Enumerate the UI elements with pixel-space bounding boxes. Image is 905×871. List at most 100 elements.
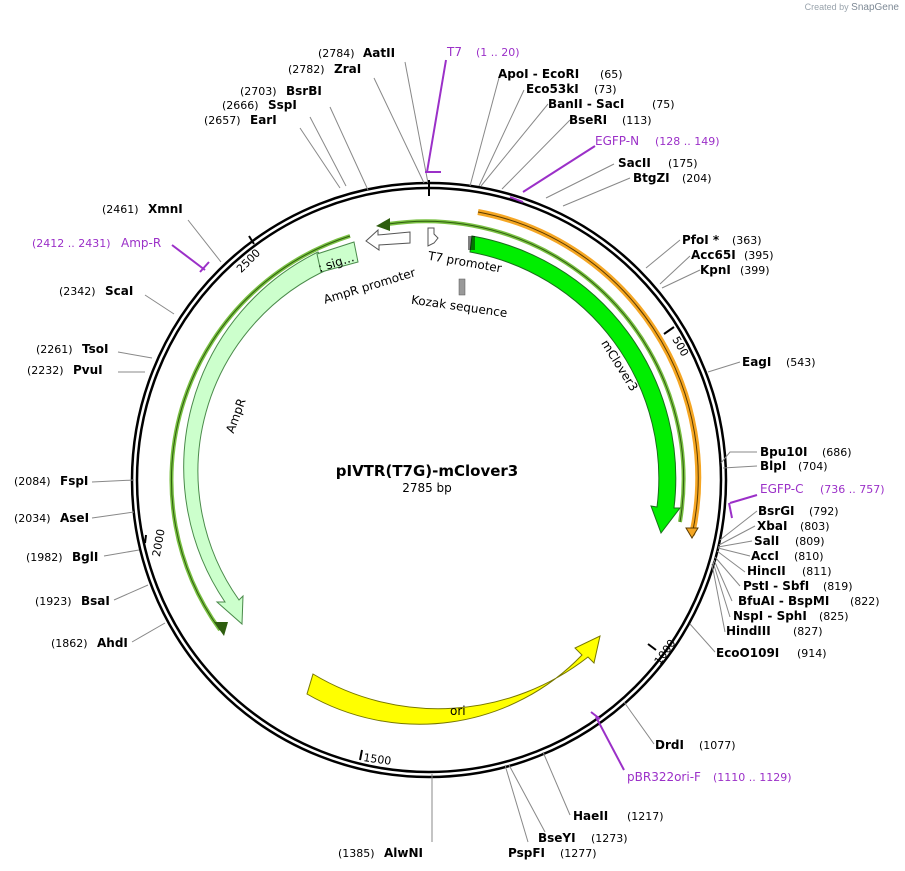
site-eagi-pos: (543)	[786, 356, 816, 369]
site-acc65i-name: Acc65I	[691, 248, 736, 262]
site-sacii-name: SacII	[618, 156, 651, 170]
site-bseri-pos: (113)	[622, 114, 652, 127]
site-nspi-sphi-pos: (825)	[819, 610, 849, 623]
site-banii-name: BanII - SacI	[548, 97, 624, 111]
site-fspi-pos: (2084)	[14, 475, 51, 488]
primer-egfpc-range: (736 .. 757)	[820, 483, 885, 496]
site-sali-pos: (809)	[795, 535, 825, 548]
site-bpu10i-name: Bpu10I	[760, 445, 807, 459]
site-bsrbi-name: BsrBI	[286, 84, 322, 98]
site-bsai-name: BsaI	[81, 594, 110, 608]
site-eagi-name: EagI	[742, 355, 771, 369]
site-acci-pos: (810)	[794, 550, 824, 563]
site-bseyi-pos: (1273)	[591, 832, 628, 845]
primer-ampr-range: (2412 .. 2431)	[32, 237, 111, 250]
site-apoi-name: ApoI - EcoRI	[498, 67, 579, 81]
site-sspi-name: SspI	[268, 98, 297, 112]
tick-1500: 1500	[363, 751, 393, 768]
site-pfoi-pos: (363)	[732, 234, 762, 247]
label-ori: ori	[450, 704, 466, 718]
site-aatii-name: AatII	[363, 46, 395, 60]
credit-brand: SnapGene	[851, 2, 899, 13]
label-ampr-promoter: AmpR promoter	[322, 265, 417, 306]
primer-t7-name: T7	[446, 45, 462, 59]
snapgene-credit: Created by SnapGene	[805, 2, 899, 13]
orange-arc-head	[685, 527, 699, 539]
primer-ampr-name: Amp-R	[121, 236, 161, 250]
site-hincii-pos: (811)	[802, 565, 832, 578]
site-xbai-pos: (803)	[800, 520, 830, 533]
site-sacii-pos: (175)	[668, 157, 698, 170]
site-nspi-sphi-name: NspI - SphI	[733, 609, 807, 623]
site-ecoo109i-pos: (914)	[797, 647, 827, 660]
site-hindiii-pos: (827)	[793, 625, 823, 638]
feature-mclover3-start	[468, 236, 475, 250]
orf-green-left-outline	[170, 235, 351, 631]
feature-mclover3	[469, 235, 682, 535]
site-sali-name: SalI	[754, 534, 779, 548]
site-alwni-pos: (1385)	[338, 847, 375, 860]
site-sspi-pos: (2666)	[222, 99, 259, 112]
feature-ampr	[183, 251, 332, 626]
site-asei-name: AseI	[60, 511, 89, 525]
credit-prefix: Created by	[804, 2, 849, 12]
primer-pbr322-range: (1110 .. 1129)	[713, 771, 792, 784]
site-labels-right: PspFI (1277) BseYI (1273) HaeII (1217) D…	[498, 67, 880, 860]
orf-green-right-head	[376, 218, 390, 231]
primer-pbr322-name: pBR322ori-F	[627, 770, 701, 784]
site-btgzi-pos: (204)	[682, 172, 712, 185]
backbone-outer	[130, 181, 728, 779]
site-pspfi-name: PspFI	[508, 846, 545, 860]
site-eari-pos: (2657)	[204, 114, 241, 127]
site-bsai-pos: (1923)	[35, 595, 72, 608]
tick-2000: 2000	[150, 528, 168, 558]
site-labels: (2784) AatII (2782) ZraI (2703) BsrBI (2…	[14, 46, 423, 860]
site-btgzi-name: BtgZI	[633, 171, 670, 185]
site-bpu10i-pos: (686)	[822, 446, 852, 459]
site-hindiii-name: HindIII	[726, 624, 771, 638]
orange-arc-outline	[477, 211, 699, 536]
site-ecoo109i-name: EcoO109I	[716, 646, 779, 660]
site-kpni-name: KpnI	[700, 263, 731, 277]
site-blpi-name: BlpI	[760, 459, 786, 473]
site-xbai-name: XbaI	[757, 519, 787, 533]
orf-green-left-head	[214, 622, 228, 636]
site-psti-name: PstI - SbfI	[743, 579, 809, 593]
site-scai-pos: (2342)	[59, 285, 96, 298]
site-apoi-pos: (65)	[600, 68, 623, 81]
site-pvui-name: PvuI	[73, 363, 103, 377]
plasmid-name: pIVTR(T7G)-mClover3	[336, 462, 519, 480]
site-haeii-pos: (1217)	[627, 810, 664, 823]
site-pfoi-name: PfoI *	[682, 233, 720, 247]
site-lines	[91, 61, 758, 843]
site-alwni-name: AlwNI	[384, 846, 423, 860]
feature-ampr-promoter	[365, 228, 411, 251]
site-eco53ki-name: Eco53kI	[526, 82, 579, 96]
site-aatii-pos: (2784)	[318, 47, 355, 60]
backbone-inner	[135, 186, 723, 774]
site-bsrbi-pos: (2703)	[240, 85, 277, 98]
site-acc65i-pos: (395)	[744, 249, 774, 262]
primer-egfpn-name: EGFP-N	[595, 134, 639, 148]
site-blpi-pos: (704)	[798, 460, 828, 473]
site-zrai-pos: (2782)	[288, 63, 325, 76]
feature-ori	[306, 635, 601, 725]
site-banii-pos: (75)	[652, 98, 675, 111]
feature-signal	[316, 241, 359, 273]
site-xmni-pos: (2461)	[102, 203, 139, 216]
site-tsoi-pos: (2261)	[36, 343, 73, 356]
primer-t7-range: (1 .. 20)	[476, 46, 520, 59]
site-bfuai-name: BfuAI - BspMI	[738, 594, 829, 608]
site-scai-name: ScaI	[105, 284, 133, 298]
orf-green-right-outline	[387, 220, 685, 523]
site-asei-pos: (2034)	[14, 512, 51, 525]
site-pvui-pos: (2232)	[27, 364, 64, 377]
site-pspfi-pos: (1277)	[560, 847, 597, 860]
site-tsoi-name: TsoI	[82, 342, 108, 356]
ruler-ticks	[144, 180, 675, 761]
site-ahdi-name: AhdI	[97, 636, 128, 650]
site-bgli-pos: (1982)	[26, 551, 63, 564]
site-hincii-name: HincII	[747, 564, 786, 578]
primer-marks	[171, 59, 758, 771]
